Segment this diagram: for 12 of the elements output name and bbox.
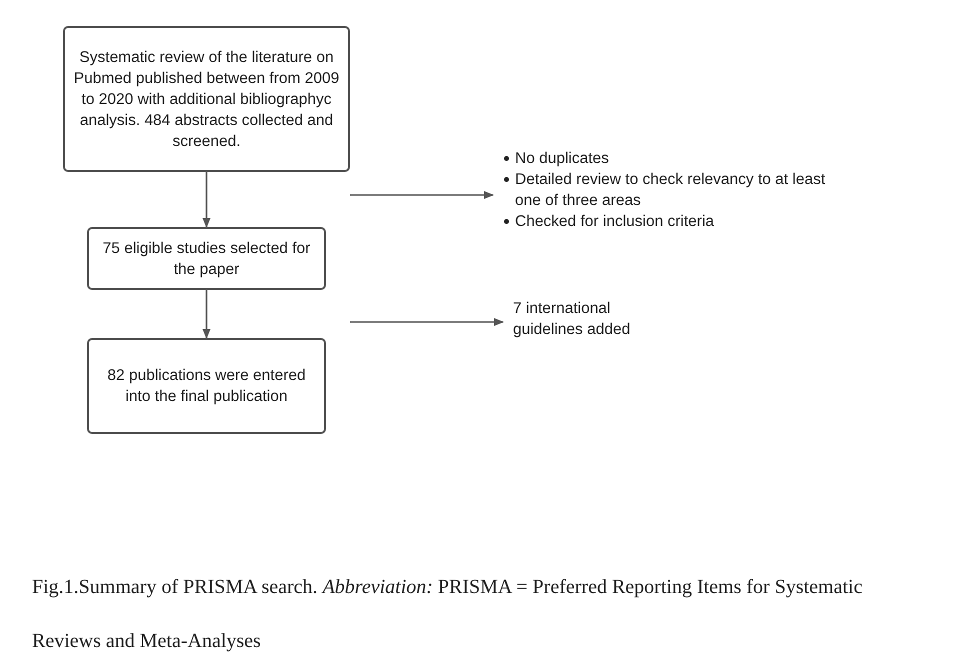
arrow — [350, 318, 504, 326]
arrow — [202, 290, 210, 339]
note-text: 7 international guidelines added — [513, 298, 673, 340]
process-box: 82 publications were entered into the final publication — [87, 338, 326, 434]
arrow — [202, 172, 210, 228]
bullet-text: Checked for inclusion criteria — [515, 213, 714, 230]
bullet-text: No duplicates — [515, 150, 609, 167]
figure-caption: Fig.1.Summary of PRISMA search. Abbreviation: PRISMA = Preferred Reporting Items for Systematic Reviews and Meta-Analyses — [32, 575, 864, 654]
bullet-text: Detailed review to check relevancy to at least one of three areas — [515, 171, 826, 209]
arrow — [350, 191, 494, 199]
process-box: 75 eligible studies selected for the paper — [87, 227, 326, 290]
process-box: Systematic review of the literature on Pubmed published between from 2009 to 2020 with additional bibliographyc analysis. 484 abstracts collected and screened. — [63, 26, 350, 172]
